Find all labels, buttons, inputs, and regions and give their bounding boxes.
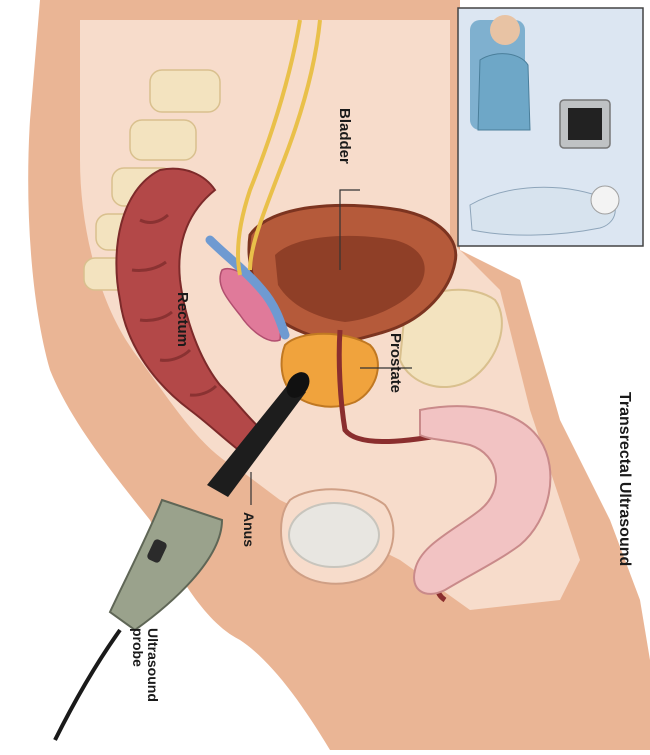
label-probe-line2: probe — [130, 628, 147, 667]
label-probe-line1: Ultrasound — [145, 628, 161, 702]
procedure-inset — [457, 7, 644, 247]
patient-head — [590, 185, 620, 215]
rectum-folds — [131, 213, 218, 397]
leader-lines — [250, 189, 412, 505]
doctor-head — [490, 15, 520, 45]
label-rectum: Rectum — [174, 292, 191, 348]
doctor-body — [477, 53, 531, 131]
nerve-bundle — [236, 19, 322, 276]
label-prostate: Prostate — [387, 333, 404, 394]
probe-tip — [286, 372, 310, 398]
ultrasound-probe — [53, 372, 310, 741]
probe-cable — [53, 628, 122, 741]
penis — [413, 405, 552, 595]
label-ultrasound-probe: Ultrasound probe — [130, 628, 161, 702]
probe-shaft — [207, 382, 306, 497]
probe-handle — [108, 498, 224, 632]
monitor-screen — [568, 108, 602, 140]
label-bladder: Bladder — [336, 108, 353, 164]
vas-deferens — [205, 235, 290, 340]
bladder-interior — [275, 235, 425, 322]
probe-button — [147, 539, 167, 563]
testis — [288, 502, 380, 568]
pubic-bone — [398, 288, 503, 389]
rectum — [115, 167, 264, 457]
label-anus: Anus — [241, 512, 257, 547]
patient-body — [469, 186, 616, 236]
title: Transrectal Ultrasound — [616, 392, 633, 567]
bladder-leader — [339, 189, 360, 270]
